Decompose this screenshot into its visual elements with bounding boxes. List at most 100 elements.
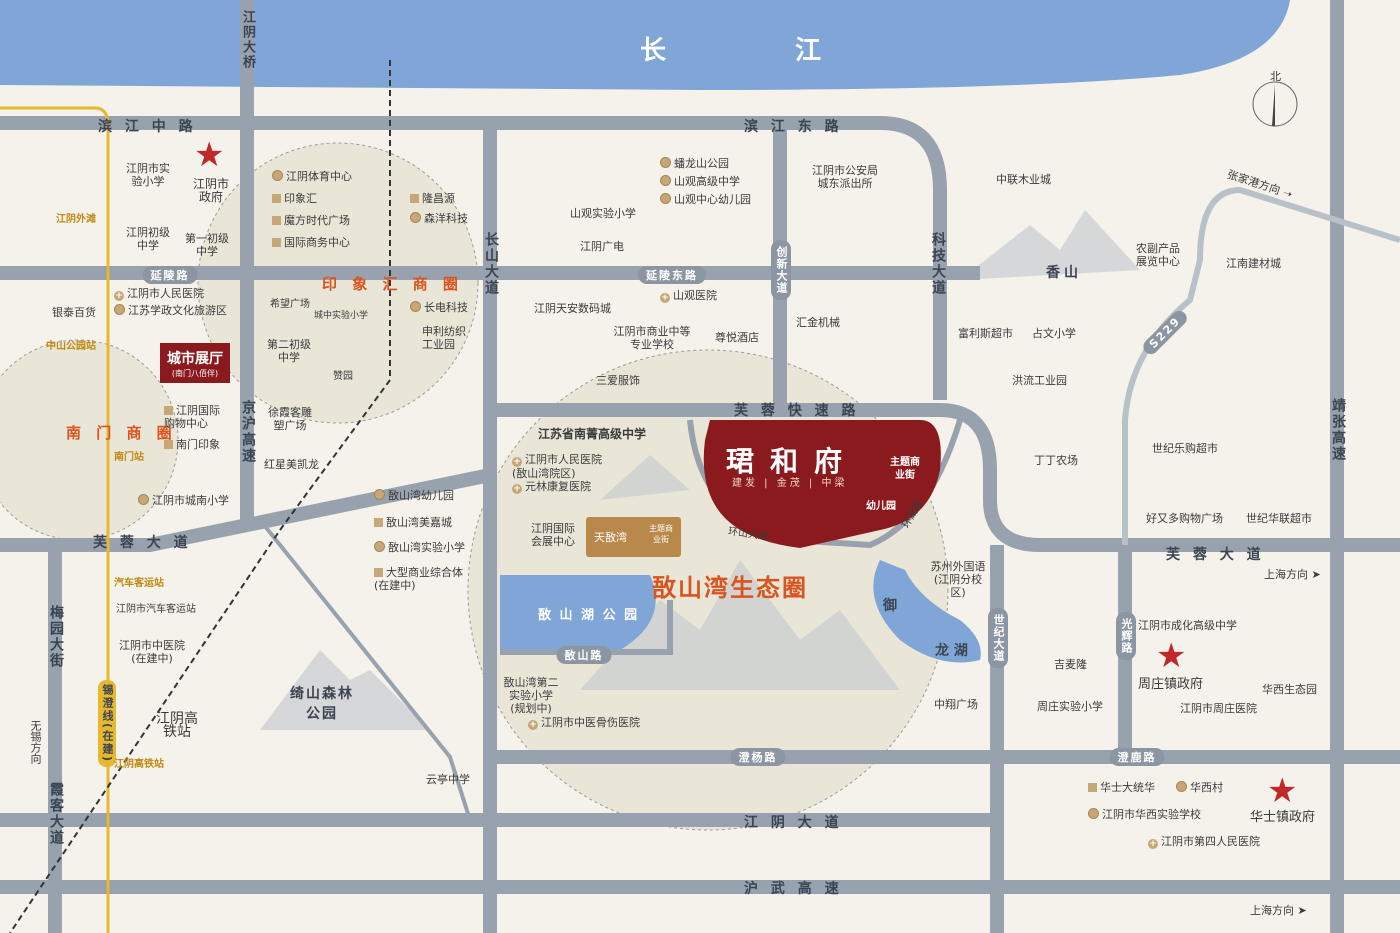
hospital-icon: + <box>512 457 522 467</box>
place-huashi-zf: 华士镇政府 <box>1250 810 1316 825</box>
dir-shanghai-2: 上海方向 ➤ <box>1250 904 1307 917</box>
poi-shanguan-xx: 山观实验小学 <box>570 207 636 220</box>
road-label-binjiang-zhong: 滨 江 中 路 <box>98 119 197 135</box>
road-label-chengyang: 澄杨路 <box>730 748 786 766</box>
place-xiangshan: 香山 <box>1046 265 1082 281</box>
road-label-binjiang-dong: 滨 江 东 路 <box>744 119 843 135</box>
poi-shangye: 江阴市商业中等专业学校 <box>613 325 691 351</box>
place-suzhou: 苏州外国语(江阴分校区) <box>930 560 986 599</box>
mountain-xiangshan <box>960 210 1140 280</box>
poi-nongfu: 农副产品展览中心 <box>1136 242 1180 268</box>
poi-dunshan-mj: 敔山湾美嘉城 <box>374 516 452 529</box>
poi-guangdian: 江阴广电 <box>580 240 624 253</box>
shop-icon <box>1088 783 1097 792</box>
compass-north: 北 <box>1270 70 1281 83</box>
poi-chengnan: 江阴市城南小学 <box>138 494 229 507</box>
poi-dunshan-sy: 敔山湾实验小学 <box>374 541 465 554</box>
showroom-badge[interactable]: 城市展厅 (南门八佰伴) <box>160 343 230 383</box>
road-label-jinghu: 京沪高速 <box>240 400 256 464</box>
poi-guojishangwu: 国际商务中心 <box>272 236 350 249</box>
poi-senyang: 森洋科技 <box>410 212 468 225</box>
place-nanjing-gz: 江苏省南菁高级中学 <box>538 427 647 441</box>
poi-shiyanxiaoxue: 江阴市实验小学 <box>126 162 170 188</box>
road-label-chuangxin: 创新大道 <box>771 240 791 300</box>
shop-icon <box>272 194 281 203</box>
poi-zhongxiang: 中翔广场 <box>934 698 978 711</box>
poi-dierchuji: 第二初级中学 <box>267 338 311 364</box>
poi-disi: +江阴市第四人民医院 <box>1148 835 1260 849</box>
school-icon <box>374 541 385 552</box>
place-qishan: 绮山森林公园 <box>290 686 354 722</box>
road-label-xicheng: 锡澄线(在建) <box>98 680 116 768</box>
poi-hongliu: 洪流工业园 <box>1012 374 1067 387</box>
poi-shanguan-gz: 山观高级中学 <box>660 175 740 188</box>
mountain-dunshan <box>580 560 900 690</box>
road-furong-kuaisu <box>490 403 1400 552</box>
metro-gaotie: 江阴高铁站 <box>114 759 164 770</box>
poi-zhouzhuang-xx: 周庄实验小学 <box>1037 700 1103 713</box>
road-label-huwu: 沪 武 高 速 <box>744 881 843 897</box>
industry-icon <box>410 301 421 312</box>
project-name[interactable]: 珺和府 <box>726 445 859 478</box>
metro-line <box>0 106 110 933</box>
hospital-icon: + <box>512 484 522 494</box>
zone-dunshan: 敔山湾生态圈 <box>652 574 808 602</box>
school-icon <box>660 193 671 204</box>
dir-shanghai-1: 上海方向 ➤ <box>1264 568 1321 581</box>
hospital-icon: + <box>660 293 670 303</box>
poi-chengzhong: 城中实验小学 <box>314 311 369 321</box>
showroom-title: 城市展厅 <box>167 351 223 367</box>
showroom-sub: (南门八佰伴) <box>171 369 219 378</box>
yangtze-river <box>0 0 1290 90</box>
zone-nanmen: 南 门 商 圈 <box>66 424 177 442</box>
poi-shenli: 申利纺织工业园 <box>422 325 466 351</box>
poi-shijihualian: 世纪华联超市 <box>1246 512 1312 525</box>
road-label-meiyuan: 梅园大街 <box>48 605 64 669</box>
road-binjiang <box>0 116 947 400</box>
park-icon <box>660 157 671 168</box>
dir-wuxi: 无锡方向 <box>29 720 42 764</box>
poi-xiwang: 希望广场 <box>270 299 310 310</box>
road-label-guanghui: 光辉路 <box>1116 612 1136 660</box>
poi-qiche-station: 江阴市汽车客运站 <box>116 604 196 615</box>
poi-yuanlin: +元林康复医院 <box>512 480 591 494</box>
metro-bus: 汽车客运站 <box>114 578 164 589</box>
poi-yunting: 云亭中学 <box>426 773 470 786</box>
poi-shijile: 世纪乐购超市 <box>1152 442 1218 455</box>
road-label-changshan: 长山大道 <box>483 232 499 296</box>
poi-fulisi: 富利斯超市 <box>958 327 1013 340</box>
school-icon <box>138 494 149 505</box>
poi-zhanshan: 占文小学 <box>1032 327 1076 340</box>
poi-huaxi-xx: 江阴市华西实验学校 <box>1088 808 1201 821</box>
poi-dingding: 丁丁农场 <box>1034 454 1078 467</box>
poi-hongxing: 红星美凯龙 <box>264 458 319 471</box>
compass-graphic <box>1252 81 1298 127</box>
poi-jiancai: 江南建材城 <box>1226 257 1281 270</box>
poi-dunshan-er: 敔山湾第二实验小学(规划中) <box>503 676 559 715</box>
hospital-icon: + <box>114 291 124 301</box>
project-tagline: 建发 | 金茂 | 中梁 <box>732 478 848 489</box>
poi-nanmenyin: 南门印象 <box>164 438 220 451</box>
poi-yueyue: 尊悦酒店 <box>715 331 759 344</box>
star-icon-zhengfu: ★ <box>194 135 225 175</box>
hospital-icon: + <box>1148 839 1158 849</box>
shop-icon <box>374 568 383 577</box>
road-label-shiji: 世纪大道 <box>988 608 1008 668</box>
place-zhengfu: 江阴市政府 <box>192 177 229 204</box>
project-plot <box>703 420 941 548</box>
poi-renmin: +江阴市人民医院 <box>114 287 204 301</box>
poi-tianan: 江阴天安数码城 <box>534 302 611 315</box>
poi-renmin-dunshan: +江阴市人民医院(敔山湾院区) <box>512 453 602 480</box>
star-icon-huashi: ★ <box>1267 771 1298 811</box>
project-kindergarten: 幼儿园 <box>866 501 896 512</box>
school-icon <box>660 175 671 186</box>
road-s229 <box>1122 186 1400 545</box>
poi-huashi-dtz: 华士大统华 <box>1088 781 1155 794</box>
poi-xuezheng: 江苏学政文化旅游区 <box>114 304 227 317</box>
road-diag <box>258 518 472 821</box>
road-label-dunshan: 敔山路 <box>556 646 612 664</box>
metro-nanmen: 南门站 <box>114 452 144 463</box>
tiandunwan-label: 天敔湾 <box>594 531 627 544</box>
shop-icon <box>374 518 383 527</box>
